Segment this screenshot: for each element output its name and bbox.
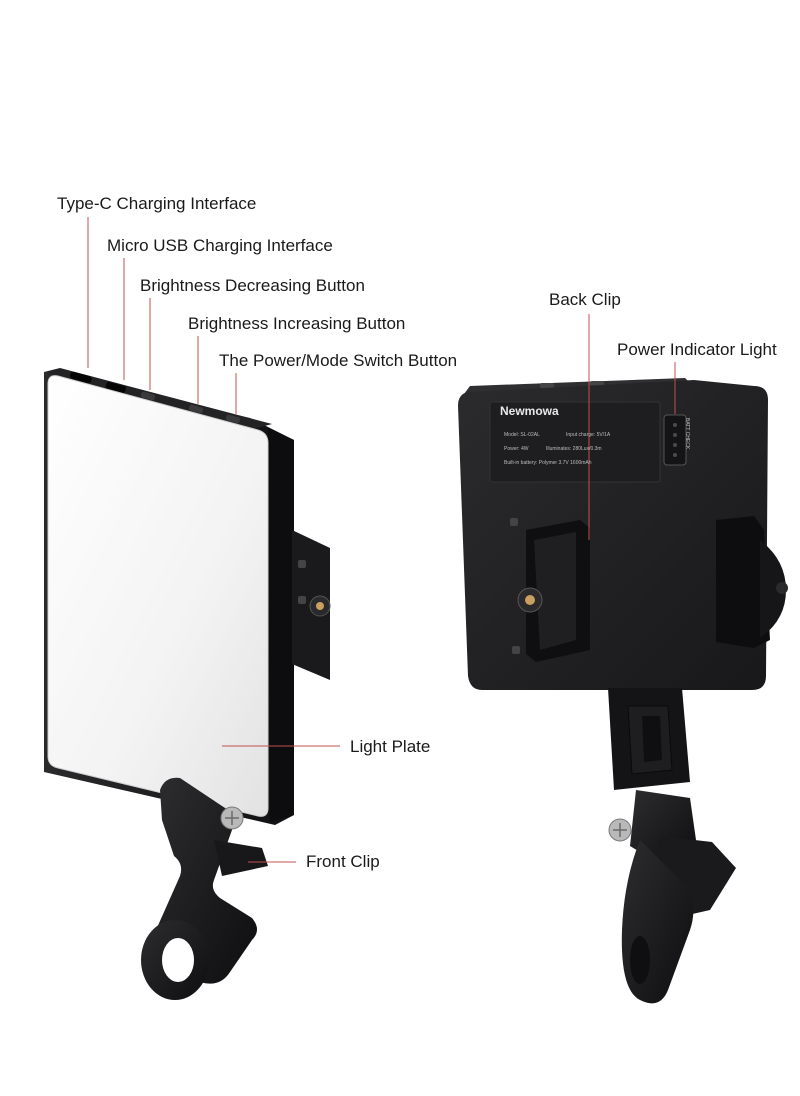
label-front-clip: Front Clip: [306, 852, 380, 871]
leader-lines: [87, 217, 676, 863]
light-plate: [47, 375, 269, 817]
bottom-clip: [608, 790, 736, 1004]
brightness-decrease-button: [140, 391, 156, 401]
type-c-port: [70, 371, 92, 384]
bracket-screw: [298, 596, 306, 604]
top-button: [590, 381, 604, 386]
front-view-device: [44, 368, 331, 1000]
label-power-mode-switch-button: The Power/Mode Switch Button: [219, 351, 458, 370]
power-mode-button: [225, 414, 241, 424]
back-view-device: [458, 378, 788, 1004]
brightness-increase-button: [188, 404, 204, 414]
bracket-screw: [298, 560, 306, 568]
top-button: [540, 383, 554, 388]
phone-clip-arm: [716, 516, 788, 648]
label-micro-usb-charging-interface: Micro USB Charging Interface: [107, 236, 333, 255]
brand-logo: Newmowa: [500, 404, 559, 418]
front-clip: [141, 777, 268, 1000]
label-light-plate: Light Plate: [350, 737, 431, 756]
spec-power: Power: 4W: [504, 446, 529, 452]
device-edge: [268, 428, 294, 822]
spec-illuminates: Illuminates: 280Lux/0.3m: [546, 446, 602, 452]
fold-out-stand: [608, 688, 690, 790]
back-clip: [510, 518, 590, 662]
label-type-c-charging-interface: Type-C Charging Interface: [57, 194, 257, 213]
device-top-edge: [44, 368, 272, 430]
spec-input: Input charge: 5V/1A: [566, 432, 611, 438]
spec-battery: Built-in battery: Polymer 3.7V 1600mAh: [504, 460, 592, 466]
label-brightness-decreasing-button: Brightness Decreasing Button: [140, 276, 365, 295]
batt-check-label: BATT CHECK: [684, 418, 690, 450]
label-power-indicator-light: Power Indicator Light: [617, 340, 777, 359]
label-brightness-increasing-button: Brightness Increasing Button: [188, 314, 406, 333]
spec-model: Model: SL-02AL: [504, 432, 540, 438]
info-label-area: [489, 401, 661, 483]
mount-thread-insert: [316, 602, 324, 610]
label-back-clip: Back Clip: [549, 290, 621, 309]
micro-usb-port: [105, 381, 126, 394]
power-indicator-light: [663, 414, 687, 466]
